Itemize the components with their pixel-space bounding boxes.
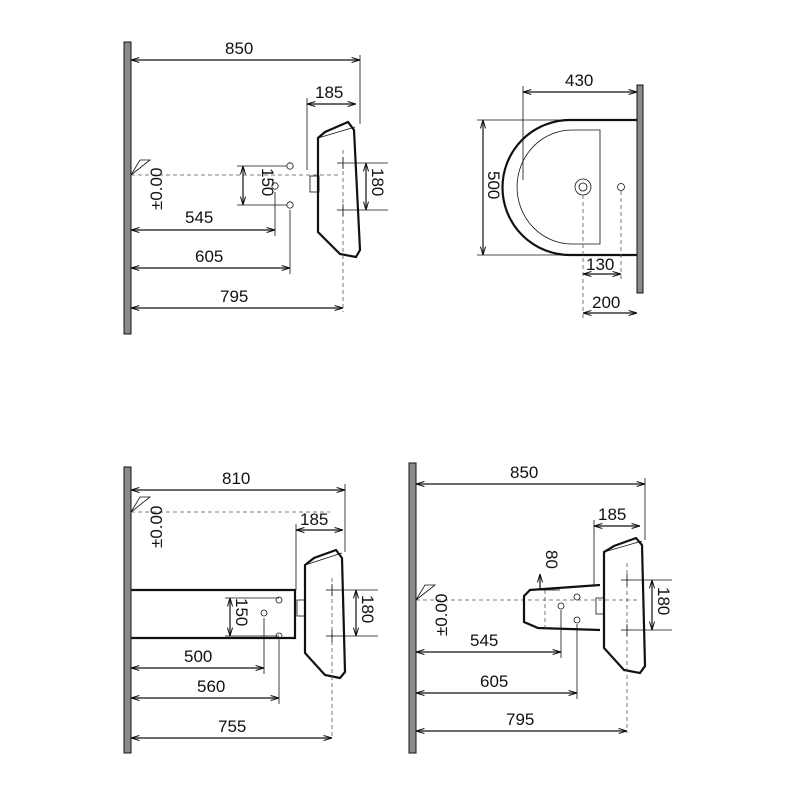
dim-150: 150 bbox=[258, 168, 277, 196]
dim-180: 180 bbox=[368, 168, 387, 196]
level-marker: ±0.00 bbox=[130, 159, 340, 210]
dim-80: 80 bbox=[542, 550, 561, 569]
semi-pedestal bbox=[522, 583, 601, 632]
dim-605: 605 bbox=[480, 672, 508, 691]
wall bbox=[123, 466, 132, 754]
pedestal-bar bbox=[131, 588, 297, 640]
dim-755: 755 bbox=[218, 717, 246, 736]
dim-185: 185 bbox=[315, 83, 343, 102]
dim-180: 180 bbox=[358, 595, 377, 623]
dim-180: 180 bbox=[654, 587, 673, 615]
dim-560: 560 bbox=[197, 677, 225, 696]
dim-500: 500 bbox=[484, 171, 503, 199]
dim-430: 430 bbox=[565, 71, 593, 90]
view-top: 430 500 130 200 bbox=[477, 71, 644, 318]
dim-850: 850 bbox=[225, 39, 253, 58]
dim-605: 605 bbox=[195, 247, 223, 266]
view-side-wall: ±0.00 850 185 150 180 545 bbox=[123, 39, 388, 335]
dim-795: 795 bbox=[506, 710, 534, 729]
dim-130: 130 bbox=[586, 255, 614, 274]
dim-185: 185 bbox=[300, 510, 328, 529]
view-side-pedestal: ±0.00 810 185 150 180 500 bbox=[123, 466, 378, 754]
dim-545: 545 bbox=[185, 208, 213, 227]
basin-profile bbox=[602, 536, 647, 675]
drain-hole bbox=[574, 178, 592, 196]
dim-810: 810 bbox=[222, 469, 250, 488]
dim-150: 150 bbox=[232, 598, 251, 626]
dim-200: 200 bbox=[592, 293, 620, 312]
dim-795: 795 bbox=[220, 287, 248, 306]
basin-profile bbox=[303, 548, 347, 680]
level-marker: ±0.00 bbox=[130, 496, 330, 548]
dim-545: 545 bbox=[470, 631, 498, 650]
level-label: ±0.00 bbox=[147, 506, 166, 548]
view-side-semi-pedestal: ±0.00 850 185 80 180 545 bbox=[408, 462, 673, 754]
dim-185: 185 bbox=[598, 505, 626, 524]
wall bbox=[123, 41, 132, 335]
wall bbox=[408, 462, 417, 754]
tap-hole bbox=[617, 183, 625, 191]
basin-outline bbox=[501, 118, 637, 257]
dim-850: 850 bbox=[510, 463, 538, 482]
basin-profile bbox=[316, 120, 362, 259]
level-marker: ±0.00 bbox=[415, 584, 640, 636]
dim-500: 500 bbox=[184, 647, 212, 666]
wall bbox=[636, 84, 644, 294]
level-label: ±0.00 bbox=[147, 168, 166, 210]
level-label: ±0.00 bbox=[432, 594, 451, 636]
